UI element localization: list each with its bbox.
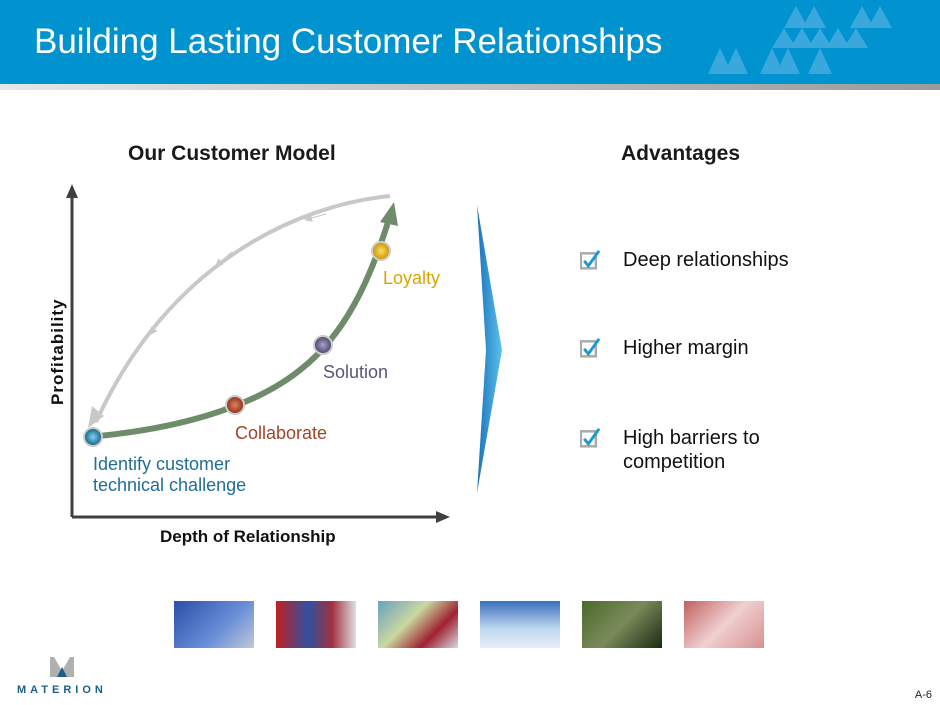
stage-label-solution: Solution: [323, 362, 389, 382]
x-axis-label: Depth of Relationship: [160, 527, 336, 546]
y-axis: [66, 184, 78, 517]
triangle-pattern-icon: [708, 6, 892, 74]
chevron-arrow-icon: [477, 205, 502, 493]
photo-telecom-tower: [174, 601, 254, 648]
photo-automotive: [378, 601, 458, 648]
stage-label-identify: Identify customer technical challenge: [93, 454, 247, 495]
stage-node-solution: [313, 335, 333, 355]
page-title: Building Lasting Customer Relationships: [34, 22, 663, 61]
photo-binoculars: [582, 601, 662, 648]
stage-label-collaborate: Collaborate: [235, 423, 328, 443]
advantages-heading: Advantages: [621, 142, 741, 165]
photo-fighter-jet: [480, 601, 560, 648]
advantage-text: Higher margin: [623, 337, 749, 359]
y-axis-label: Profitability: [48, 298, 67, 405]
checkbox-checked-icon: [580, 338, 600, 358]
growth-curve: [87, 221, 391, 440]
photo-medical-imaging: [684, 601, 764, 648]
page-number: A-6: [914, 689, 932, 701]
svg-text:MATERION: MATERION: [17, 684, 107, 695]
advantage-text: High barriers to competition: [623, 427, 760, 473]
advantage-text: Deep relationships: [623, 249, 789, 271]
stage-node-loyalty: [371, 241, 391, 261]
photo-industrial-equipment: [276, 601, 356, 648]
header-banner: Building Lasting Customer Relationships: [0, 0, 940, 84]
checkbox-checked-icon: [580, 428, 600, 448]
header-divider: [0, 84, 940, 90]
stage-label-loyalty: Loyalty: [383, 268, 441, 288]
x-axis: [72, 511, 450, 523]
return-arc: [94, 194, 391, 423]
customer-model-diagram: [66, 184, 502, 523]
stage-node-identify: [83, 427, 103, 447]
model-heading: Our Customer Model: [128, 142, 336, 165]
checkbox-checked-icon: [580, 250, 600, 270]
stage-node-collaborate: [225, 395, 245, 415]
materion-logo: MATERION: [16, 657, 112, 700]
